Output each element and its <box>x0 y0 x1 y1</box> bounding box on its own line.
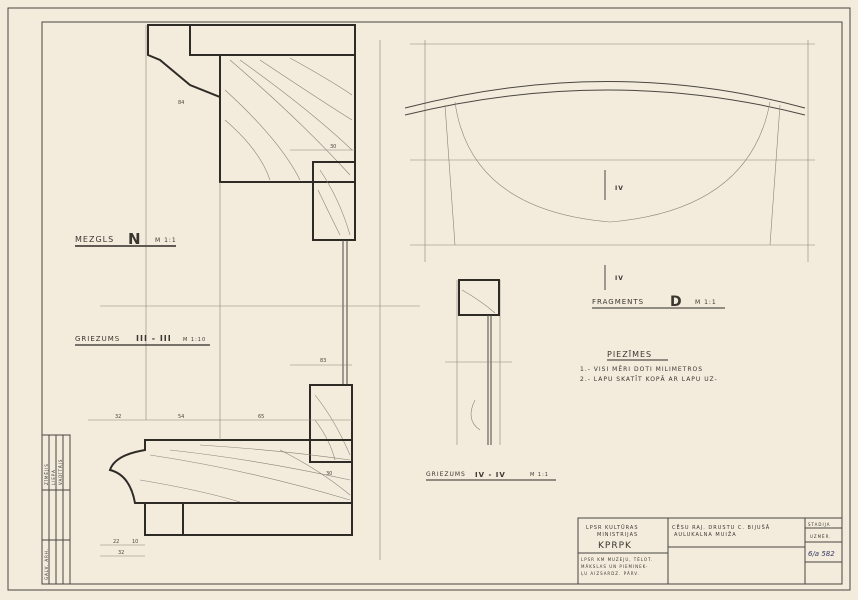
svg-text:6/a 582: 6/a 582 <box>808 550 835 558</box>
label-griezums-iii: GRIEZUMS III - III M 1:10 <box>75 334 210 346</box>
svg-text:VADĪTĀJS: VADĪTĀJS <box>58 459 63 485</box>
svg-text:M 1:1: M 1:1 <box>530 472 549 478</box>
svg-text:III - III: III - III <box>136 334 172 343</box>
svg-text:M 1:10: M 1:10 <box>183 337 206 343</box>
dim-32b: 32 <box>118 550 124 556</box>
outer-border <box>7 7 851 591</box>
label-griezums-iv: GRIEZUMS IV - IV M 1:1 <box>426 471 556 481</box>
dim-84: 84 <box>178 100 184 106</box>
node-n-drawing: 32 54 65 30 22 10 32 84 30 83 <box>88 24 420 560</box>
notes-title: PIEZĪMES <box>607 349 652 359</box>
svg-text:M 1:1: M 1:1 <box>695 299 717 306</box>
svg-text:N: N <box>128 230 142 248</box>
note-1: 1.- VISI MĒRI DOTI MILIMETROS <box>580 366 703 373</box>
svg-text:ZĪMĒJIS: ZĪMĒJIS <box>44 463 49 485</box>
svg-text:GALV. ARH.: GALV. ARH. <box>44 548 49 580</box>
svg-text:MINISTRIJAS: MINISTRIJAS <box>597 532 638 538</box>
dim-32: 32 <box>115 414 121 420</box>
fragment-d-drawing: IV IV <box>404 40 815 290</box>
svg-text:CĒSU RAJ. DRUSTU C. BIJUŠĀ: CĒSU RAJ. DRUSTU C. BIJUŠĀ <box>672 524 770 531</box>
svg-text:LPSR KULTŪRAS: LPSR KULTŪRAS <box>586 524 639 531</box>
side-block: ZĪMĒJIS LIEPA VADĪTĀJS GALV. ARH. <box>41 434 71 585</box>
dim-30: 30 <box>326 471 332 477</box>
inner-border <box>41 21 843 585</box>
svg-text:KPRPK: KPRPK <box>598 541 632 551</box>
section-mark-iv-bottom: IV <box>615 275 624 282</box>
dim-54: 54 <box>178 414 184 420</box>
svg-text:STADIJA: STADIJA <box>808 522 831 527</box>
svg-text:AULUKALNA MUIŽA: AULUKALNA MUIŽA <box>674 530 737 538</box>
svg-text:LPSR KM MUZEJU, TĒLOT.: LPSR KM MUZEJU, TĒLOT. <box>581 557 653 562</box>
svg-text:FRAGMENTS: FRAGMENTS <box>592 298 644 306</box>
note-2: 2.- LAPU SKATĪT KOPĀ AR LAPU UZ- <box>580 376 718 383</box>
svg-text:D: D <box>670 294 683 310</box>
svg-text:MEZGLS: MEZGLS <box>75 235 114 244</box>
dim-65: 65 <box>258 414 264 420</box>
svg-text:ĻU AIZSARDZ. PĀRV.: ĻU AIZSARDZ. PĀRV. <box>581 571 640 576</box>
svg-text:GRIEZUMS: GRIEZUMS <box>426 471 466 478</box>
dim-10: 10 <box>132 539 138 545</box>
dim-83: 83 <box>320 358 326 364</box>
section-iv-drawing <box>445 279 512 445</box>
svg-text:MĀKSLAS UN PIEMINEK-: MĀKSLAS UN PIEMINEK- <box>581 564 648 569</box>
dim-22: 22 <box>113 539 119 545</box>
svg-text:LIEPA: LIEPA <box>51 469 56 485</box>
label-fragments-d: FRAGMENTS D M 1:1 <box>592 294 725 310</box>
section-mark-iv-top: IV <box>615 185 624 192</box>
notes: PIEZĪMES 1.- VISI MĒRI DOTI MILIMETROS 2… <box>580 349 718 383</box>
dim-30b: 30 <box>330 144 336 150</box>
label-mezgls-n: MEZGLS N M 1:1 <box>75 230 177 248</box>
svg-text:M 1:1: M 1:1 <box>155 237 177 244</box>
svg-text:GRIEZUMS: GRIEZUMS <box>75 335 120 343</box>
svg-text:UZMĒR.: UZMĒR. <box>810 534 831 539</box>
title-block: LPSR KULTŪRAS MINISTRIJAS KPRPK LPSR KM … <box>577 517 843 585</box>
svg-text:IV - IV: IV - IV <box>475 471 506 479</box>
